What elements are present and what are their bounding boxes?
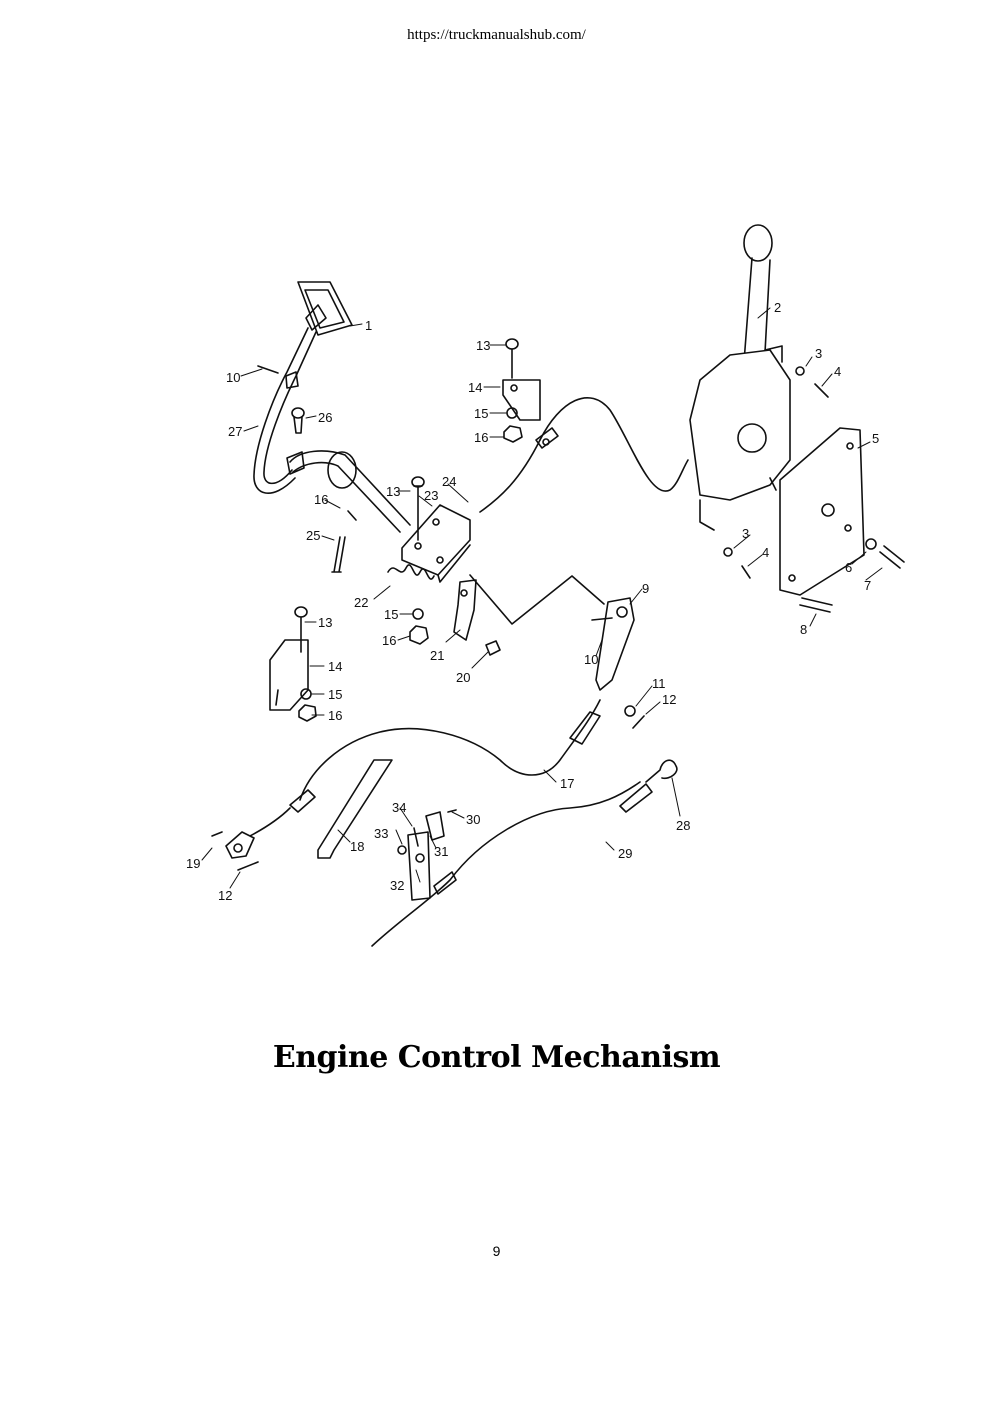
pedal-pad-part [297, 281, 353, 336]
callout-16: 16 [328, 708, 342, 723]
page-header-url: https://truckmanualshub.com/ [407, 27, 586, 43]
hand-lever-part [689, 224, 791, 531]
throttle-lever-part [453, 579, 477, 641]
callout-12: 12 [662, 692, 676, 707]
callout-30: 30 [466, 812, 480, 827]
pedal-link-lever-part [591, 597, 635, 691]
callout-7: 7 [864, 578, 871, 593]
page-number: 9 [492, 1243, 501, 1259]
callout-21: 21 [430, 648, 444, 663]
choke-cable-part [371, 759, 678, 947]
callout-13: 13 [476, 338, 490, 353]
callout-5: 5 [872, 431, 879, 446]
callout-28: 28 [676, 818, 690, 833]
accelerator-cable-part [249, 699, 601, 837]
link-rod-part [469, 574, 605, 625]
callout-27: 27 [228, 424, 242, 439]
callout-9: 9 [642, 581, 649, 596]
callout-32: 32 [390, 878, 404, 893]
pedal-shaft-part [286, 450, 411, 533]
callout-20: 20 [456, 670, 470, 685]
washer-part [624, 705, 636, 717]
callout-12: 12 [218, 888, 232, 903]
pin-part [257, 365, 279, 374]
mounting-bracket-part [269, 606, 317, 722]
callout-34: 34 [392, 800, 406, 815]
return-spring-part [387, 564, 435, 580]
bolt-part [331, 536, 346, 573]
pin-part [632, 715, 645, 729]
nut-part [485, 640, 501, 656]
callout-19: 19 [186, 856, 200, 871]
callout-14: 14 [468, 380, 482, 395]
callout-13: 13 [386, 484, 400, 499]
pin-part [347, 510, 357, 521]
callout-8: 8 [800, 622, 807, 637]
callout-6: 6 [845, 560, 852, 575]
callout-16: 16 [474, 430, 488, 445]
callout-15: 15 [328, 687, 342, 702]
center-bracket-part [401, 504, 471, 583]
callout-13: 13 [318, 615, 332, 630]
cable-clevis-part [211, 831, 259, 871]
mounting-bracket-part [502, 338, 541, 443]
callout-25: 25 [306, 528, 320, 543]
callout-22: 22 [354, 595, 368, 610]
callout-18: 18 [350, 839, 364, 854]
callout-10: 10 [584, 652, 598, 667]
hand-throttle-cable-part [479, 397, 689, 513]
callout-16: 16 [314, 492, 328, 507]
callout-17: 17 [560, 776, 574, 791]
callout-23: 23 [424, 488, 438, 503]
callout-31: 31 [434, 844, 448, 859]
callout-1: 1 [365, 318, 372, 333]
callout-2: 2 [774, 300, 781, 315]
washer-bolt-parts [723, 366, 905, 613]
callout-3: 3 [815, 346, 822, 361]
page-title: Engine Control Mechanism [272, 1040, 721, 1075]
callout-4: 4 [834, 364, 841, 379]
stop-knob-part [291, 407, 305, 434]
cable-strap-part [317, 759, 393, 859]
callout-33: 33 [374, 826, 388, 841]
callout-24: 24 [442, 474, 456, 489]
pedal-arm-part [253, 327, 317, 495]
bolt-head-part [411, 476, 425, 488]
callout-10: 10 [226, 370, 240, 385]
callout-3: 3 [742, 526, 749, 541]
callout-15: 15 [474, 406, 488, 421]
callout-4: 4 [762, 545, 769, 560]
callout-29: 29 [618, 846, 632, 861]
callout-leader-lines [201, 307, 883, 889]
mounting-plate-part [779, 427, 865, 596]
callout-14: 14 [328, 659, 342, 674]
callout-15: 15 [384, 607, 398, 622]
nut-part [409, 608, 429, 645]
callout-26: 26 [318, 410, 332, 425]
callout-11: 11 [652, 676, 666, 691]
callout-16: 16 [382, 633, 396, 648]
